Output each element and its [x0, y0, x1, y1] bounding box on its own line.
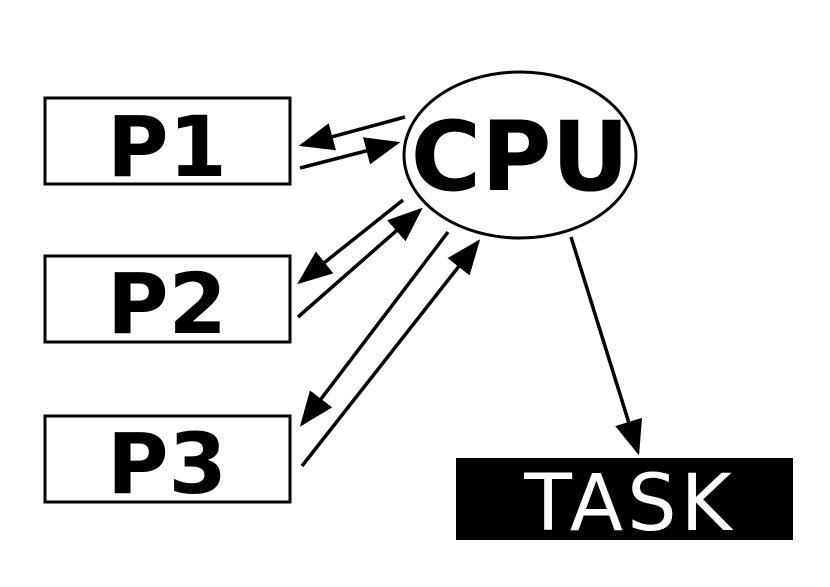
task-node: TASK — [456, 458, 793, 549]
arrow-cpu-to-p2 — [297, 198, 405, 285]
process-label-p1: P1 — [107, 98, 227, 196]
process-label-p2: P2 — [107, 255, 227, 353]
process-box-p3: P3 — [43, 414, 292, 513]
cpu-node: CPU — [402, 70, 638, 240]
arrow-p2-to-cpu — [296, 207, 423, 319]
arrow-cpu-to-p3 — [299, 230, 450, 427]
process-box-p2: P2 — [43, 254, 292, 353]
process-box-p1: P1 — [43, 96, 292, 196]
arrow-p1-to-cpu — [299, 137, 401, 170]
task-label: TASK — [523, 459, 736, 549]
arrow-cpu-to-task — [569, 236, 642, 456]
arrow-cpu-to-p1 — [298, 115, 406, 151]
arrow-p3-to-cpu — [300, 239, 481, 468]
process-label-p3: P3 — [107, 415, 227, 513]
cpu-label: CPU — [411, 101, 630, 213]
